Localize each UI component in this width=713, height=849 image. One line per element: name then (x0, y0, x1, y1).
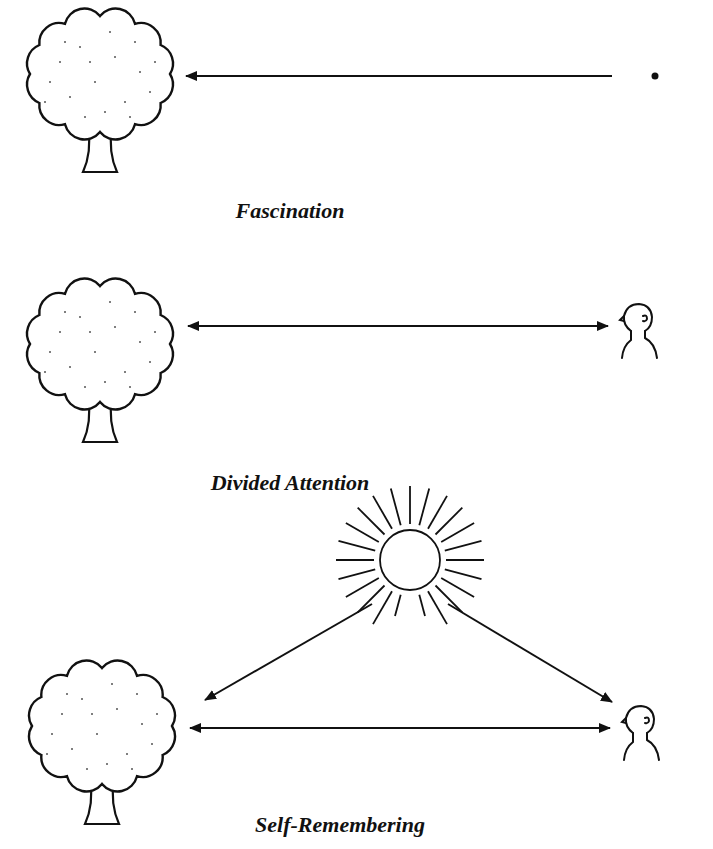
person (620, 304, 657, 358)
person (622, 706, 659, 760)
tree (27, 279, 173, 442)
tree (29, 661, 175, 824)
caption-label: Divided Attention (208, 470, 373, 496)
double-arrow (190, 727, 610, 729)
dot (652, 73, 659, 80)
arrow (186, 75, 612, 77)
arrow (205, 604, 372, 700)
double-arrow (188, 325, 608, 327)
tree (27, 9, 173, 172)
sun (336, 486, 484, 624)
caption-label: Self-Remembering (252, 812, 428, 838)
arrow (448, 604, 612, 702)
caption-label: Fascination (233, 198, 348, 224)
